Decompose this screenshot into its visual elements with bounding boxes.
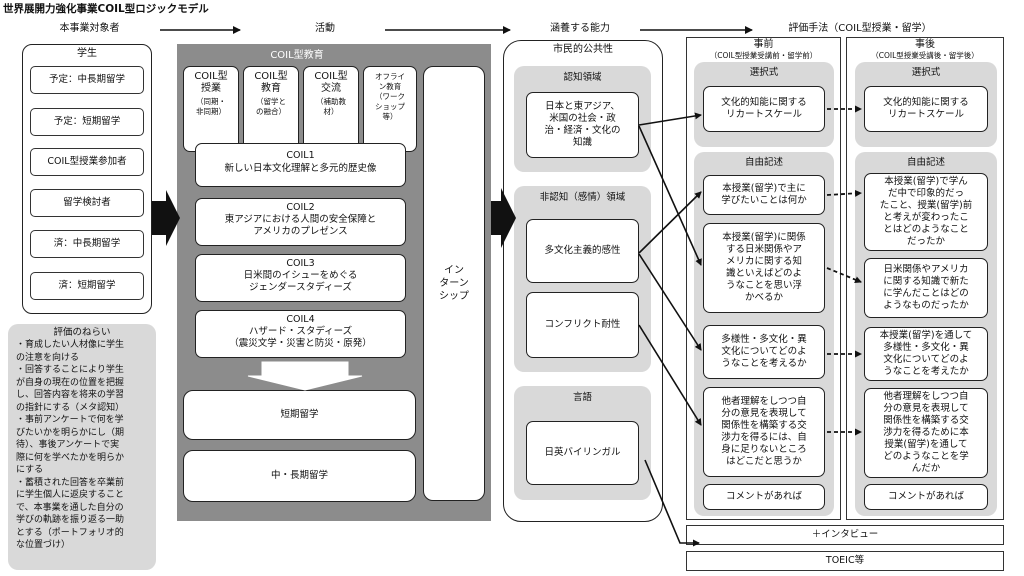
pre-free-item: 本授業(留学)に関係 する日米関係やア メリカに関する知 識といえばどのよ うな… bbox=[703, 223, 825, 313]
evaluation-aim-panel bbox=[8, 324, 156, 570]
pre-free-item: 他者理解をしつつ自 分の意見を表現して 関係性を構築する交 渉力を得るには、自 … bbox=[703, 387, 825, 477]
coil-type-tab bbox=[243, 66, 299, 152]
post-free-item: 他者理解をしつつ自 分の意見を表現して 関係性を構築する交 渉力を得るために本 … bbox=[864, 388, 988, 478]
noncognitive-item: 多文化主義的感性 bbox=[526, 219, 639, 283]
evaluation-aim-text: ・育成したい人材像に学生 の注意を向ける ・回答することにより学生 が自身の現在… bbox=[16, 340, 125, 550]
post-choice-item: 文化的知能に関する リカートスケール bbox=[864, 86, 988, 132]
student-item: 留学検討者 bbox=[30, 189, 144, 217]
coil-course-code: COIL4 bbox=[286, 314, 315, 325]
pre-choice-item: 文化的知能に関する リカートスケール bbox=[703, 86, 825, 132]
student-item: 済：中長期留学 bbox=[30, 230, 144, 258]
post-free-item: 本授業(留学)を通して 多様性・多文化・異 文化についてどのよ うなことを考えた… bbox=[864, 327, 988, 381]
pre-free-item: 本授業(留学)で主に 学びたいことは何か bbox=[703, 175, 825, 215]
coil-course-name: 日米間のイシューをめぐる ジェンダースタディーズ bbox=[243, 270, 358, 293]
coil-course-name: ハザード・スタディーズ （震災文学・災害と防災・原発） bbox=[229, 326, 372, 349]
coil-type-note: （同期・ 非同期） bbox=[196, 97, 226, 116]
evaluation-aim-title: 評価のねらい bbox=[53, 327, 111, 338]
post-free-item: コメントがあれば bbox=[864, 484, 988, 510]
coil-course-box bbox=[195, 310, 406, 358]
post-title: 事後 bbox=[915, 39, 935, 50]
long-study-box: 中・長期留学 bbox=[183, 450, 416, 502]
coil-course-code: COIL1 bbox=[286, 150, 315, 161]
coil-type-note: （補助教 材） bbox=[316, 97, 346, 116]
coil-course-code: COIL2 bbox=[286, 202, 315, 213]
cognitive-title: 認知領域 bbox=[563, 72, 602, 83]
coil-type-tab bbox=[183, 66, 239, 152]
post-free-item: 本授業(留学)で学ん だ中で印象的だっ たこと、授業(留学)前 と考えが変わった… bbox=[864, 173, 988, 251]
student-item: COIL型授業参加者 bbox=[30, 148, 144, 176]
coil-type-label: COIL型 教育 bbox=[254, 71, 288, 94]
language-title: 言語 bbox=[572, 392, 592, 403]
coil-type-label: COIL型 授業 bbox=[194, 71, 228, 94]
student-item: 済：短期留学 bbox=[30, 272, 144, 300]
page-title: 世界展開力強化事業COIL型ロジックモデル bbox=[3, 3, 209, 15]
pre-free-item: コメントがあれば bbox=[703, 484, 825, 510]
coil-type-note: オフライ ン教育 （ワーク ショップ 等） bbox=[375, 72, 405, 121]
coil-course-code: COIL3 bbox=[286, 258, 315, 269]
post-subtitle: （COIL型授業受講後・留学後） bbox=[871, 51, 979, 60]
student-item: 予定：中長期留学 bbox=[30, 66, 144, 94]
post-free-title: 自由記述 bbox=[906, 157, 945, 168]
internship-box: イン ターン シップ bbox=[423, 66, 485, 501]
abilities-title: 市民的公共性 bbox=[553, 44, 613, 55]
cognitive-item: 日本と東アジア、 米国の社会・政 治・経済・文化の 知識 bbox=[526, 92, 639, 158]
coil-course-name: 新しい日本文化理解と多元的歴史像 bbox=[224, 163, 377, 174]
header-ability: 涵養する能力 bbox=[550, 23, 610, 34]
header-evaluation: 評価手法（COIL型授業・留学） bbox=[788, 23, 932, 34]
language-item: 日英バイリンガル bbox=[526, 421, 639, 485]
coil-type-tab bbox=[363, 66, 417, 152]
students-title: 学生 bbox=[77, 48, 97, 59]
coil-course-box bbox=[195, 254, 406, 302]
interview-box: ＋インタビュー bbox=[686, 525, 1004, 545]
noncognitive-item: コンフリクト耐性 bbox=[526, 292, 639, 358]
pre-free-title: 自由記述 bbox=[744, 157, 783, 168]
pre-title: 事前 bbox=[753, 39, 774, 50]
coil-course-box bbox=[195, 143, 406, 187]
pre-choice-title: 選択式 bbox=[749, 67, 779, 78]
post-choice-title: 選択式 bbox=[911, 67, 941, 78]
header-target: 本事業対象者 bbox=[59, 23, 120, 34]
block-arrow-left bbox=[152, 190, 180, 246]
toeic-box: TOEIC等 bbox=[686, 551, 1004, 571]
coil-education-title: COIL型教育 bbox=[270, 50, 324, 61]
pre-free-item: 多様性・多文化・異 文化についてどのよ うなことを考えるか bbox=[703, 325, 825, 379]
coil-course-box bbox=[195, 198, 406, 246]
pre-subtitle: （COIL型授業受講前・留学前） bbox=[709, 51, 818, 60]
header-activity: 活動 bbox=[315, 23, 335, 34]
coil-course-name: 東アジアにおける人間の安全保障と アメリカのプレゼンス bbox=[224, 214, 377, 237]
student-item: 予定：短期留学 bbox=[30, 108, 144, 136]
coil-type-note: （留学と の融合） bbox=[256, 97, 286, 116]
coil-type-label: COIL型 交流 bbox=[314, 71, 348, 94]
short-study-box: 短期留学 bbox=[183, 390, 416, 440]
post-free-item: 日米関係やアメリカ に関する知識で新た に学んだことはどの ようなものだったか bbox=[864, 258, 988, 318]
noncognitive-title: 非認知（感情）領域 bbox=[539, 192, 626, 203]
